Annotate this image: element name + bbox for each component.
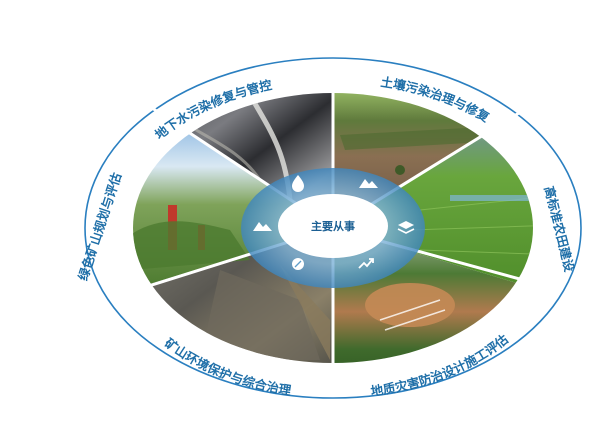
field-layers-icon: [397, 221, 415, 234]
water-drop-icon: [292, 175, 304, 192]
trend-arrow-icon: [358, 258, 374, 269]
mountain-icon: [359, 179, 378, 188]
center-label: 主要从事: [311, 219, 355, 233]
mountain-icon: [253, 222, 272, 231]
leaf-icon: [292, 258, 304, 270]
center-ellipse: [278, 194, 388, 258]
